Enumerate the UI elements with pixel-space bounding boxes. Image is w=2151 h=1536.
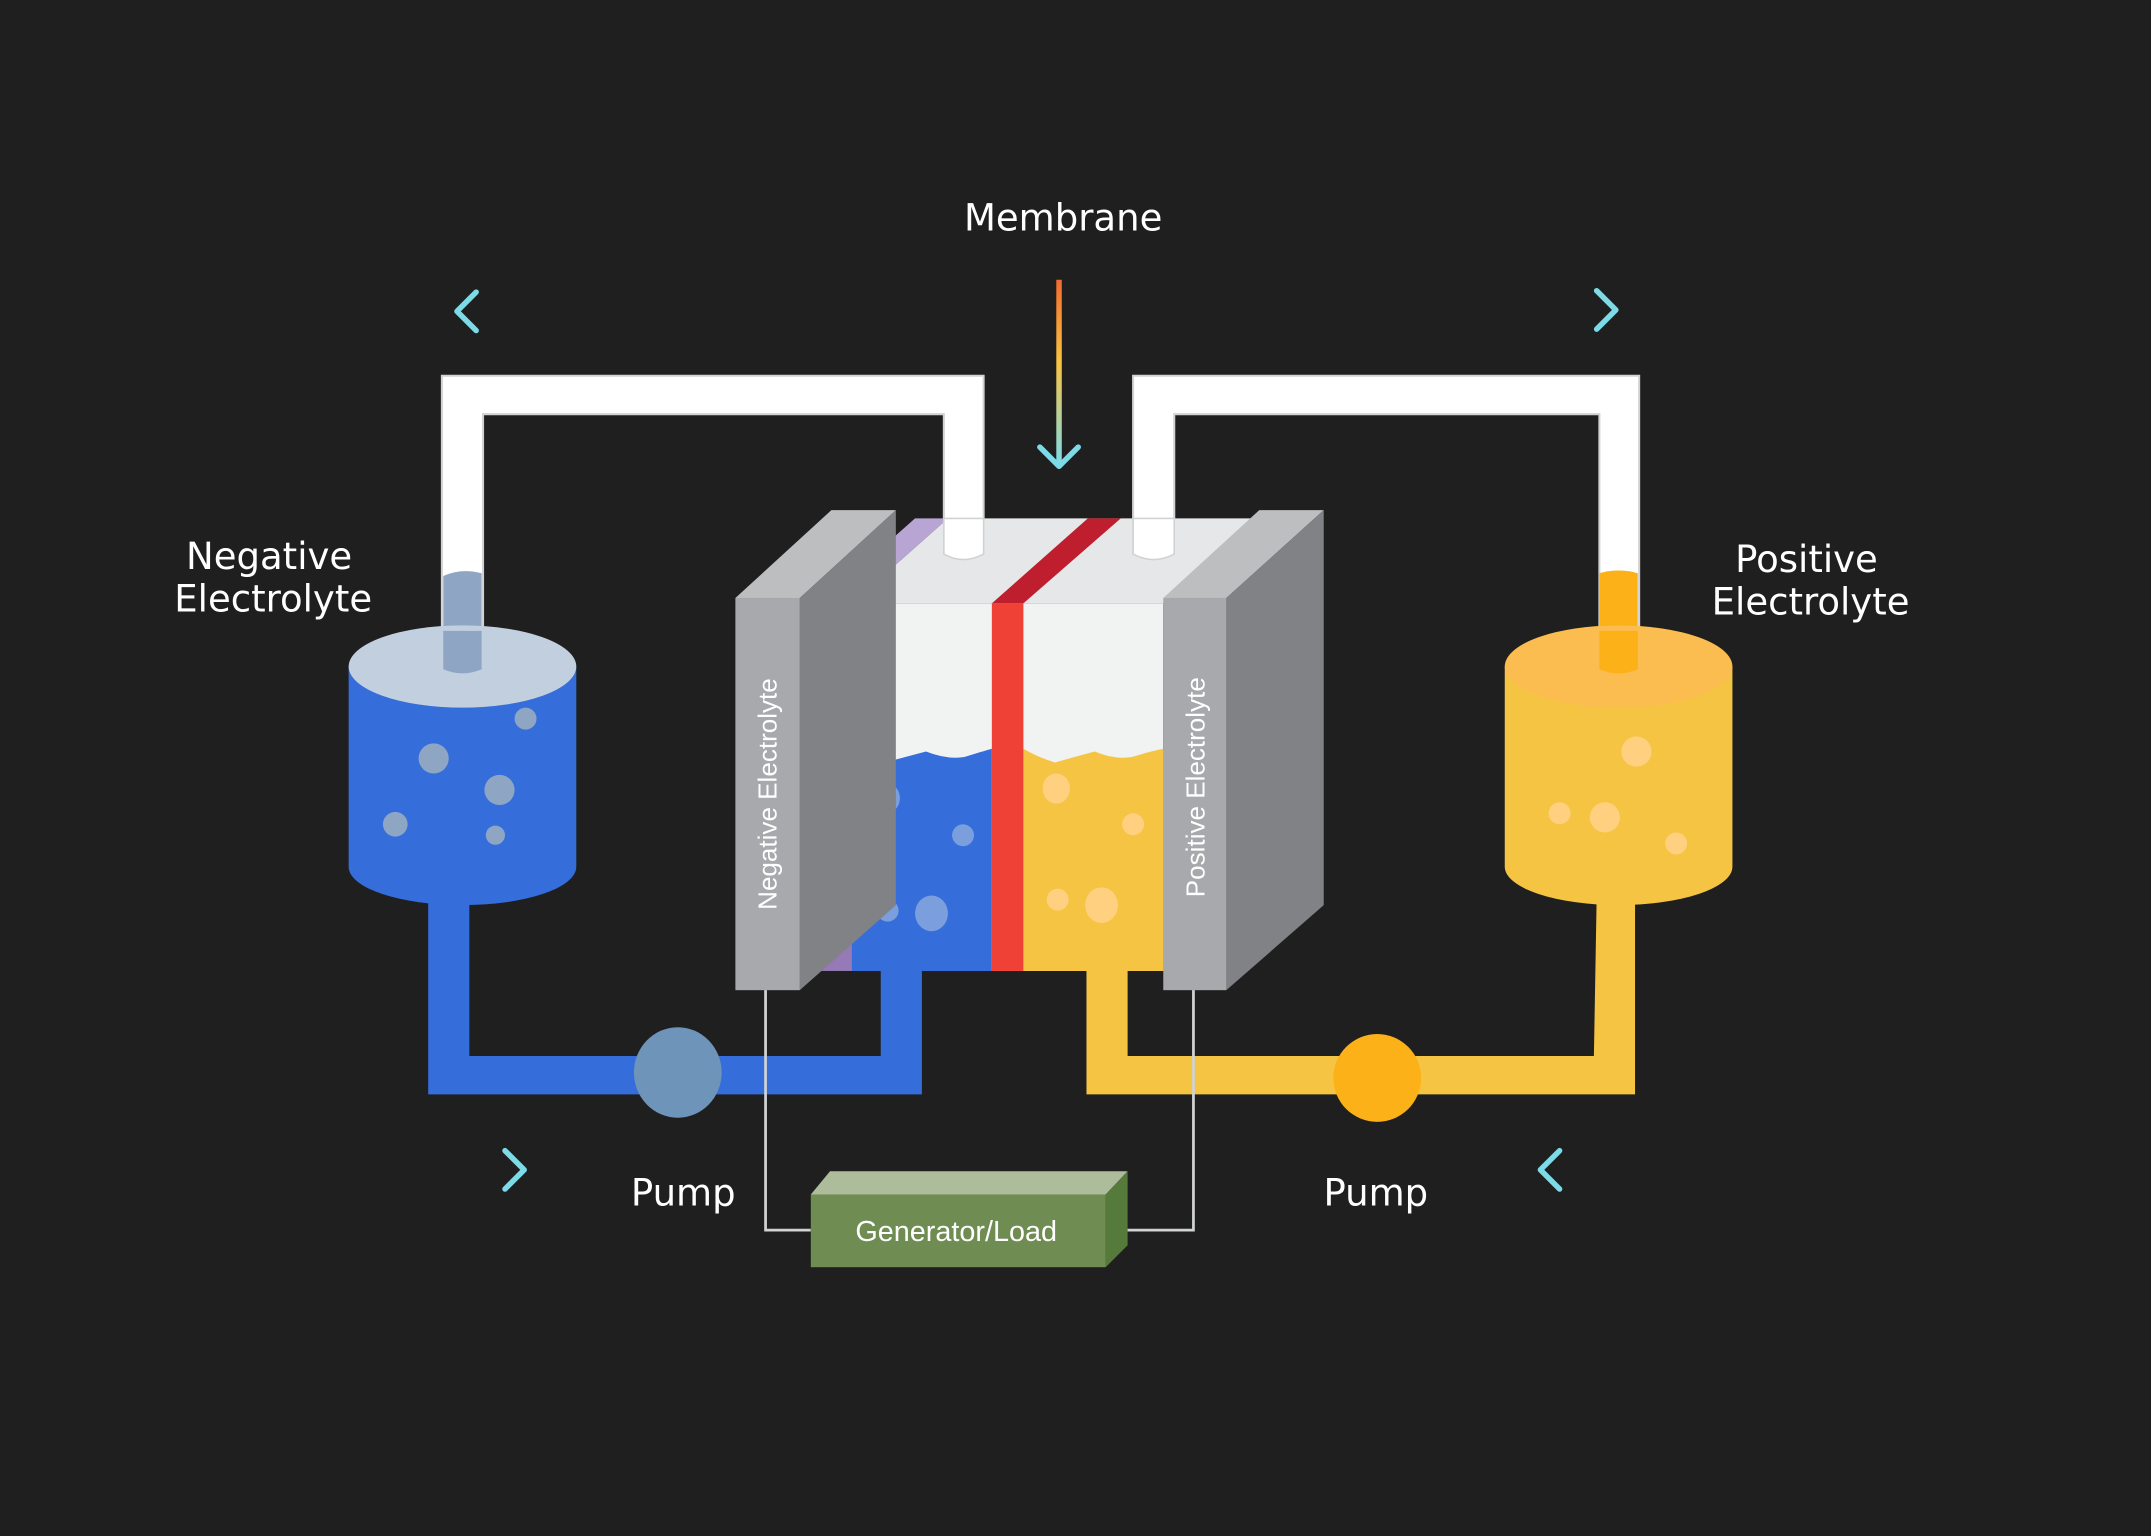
generator-load: Generator/Load [810, 1171, 1128, 1268]
wire-positive [1126, 990, 1195, 1232]
flow-arrow-bottom-right-icon [1537, 1147, 1636, 1192]
pump-right-label: Pump [1323, 1171, 1428, 1214]
membrane-top [991, 518, 1121, 604]
negative-tank-label-line1: Negative [186, 535, 352, 578]
positive-electrode-label: Positive Electrolyte [1180, 677, 1210, 897]
pump-left [633, 1027, 722, 1118]
pipe-positive-supply [1086, 898, 1636, 1095]
pipe-negative-supply [428, 898, 922, 1095]
negative-electrolyte-tank [348, 625, 577, 906]
positive-tank-label-line1: Positive [1735, 538, 1878, 581]
flow-arrow-top-left-icon [454, 289, 644, 334]
membrane [991, 603, 1024, 971]
flow-arrow-bottom-left-icon [429, 1147, 527, 1192]
positive-electrolyte-tank [1504, 625, 1733, 906]
pump-left-label: Pump [631, 1171, 736, 1214]
membrane-label: Membrane [964, 196, 1162, 239]
wire-negative [764, 990, 811, 1232]
pump-right [1333, 1034, 1422, 1122]
negative-tank-label-line2: Electrolyte [174, 578, 372, 621]
generator-load-label: Generator/Load [855, 1216, 1057, 1248]
positive-half-cell-electrolyte [1023, 748, 1164, 971]
flow-arrow-top-right-icon [1429, 288, 1619, 332]
flow-arrow-membrane-icon [1037, 279, 1081, 470]
positive-electrode: Positive Electrolyte [1163, 510, 1324, 991]
negative-electrode: Negative Electrolyte [735, 510, 896, 991]
negative-electrode-label: Negative Electrolyte [753, 678, 783, 910]
positive-tank-label-line2: Electrolyte [1712, 580, 1910, 623]
